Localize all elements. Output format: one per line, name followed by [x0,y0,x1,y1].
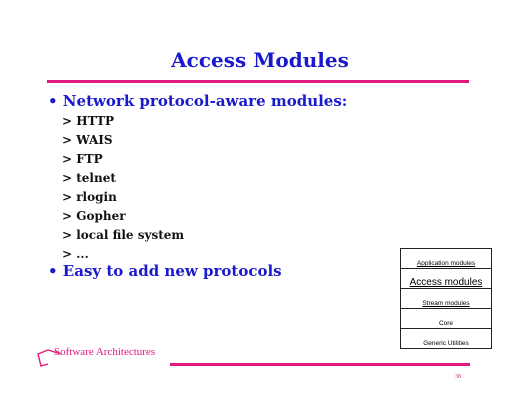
subitem-local-file-system: > local file system [62,228,185,242]
footer-divider [170,363,470,366]
bracket-logo-icon [37,349,62,367]
page-number: 38 [455,374,461,380]
subitem-http: > HTTP [62,114,115,128]
subitem-telnet: > telnet [62,171,116,185]
subitem-ftp: > FTP [62,152,103,166]
layer-core: Core [401,309,491,329]
layer-generic-utilities: Generic Utilities [423,340,469,347]
footer-course-title: Software Architectures [54,346,156,358]
subitem-ellipsis: > ... [62,247,89,261]
subitem-wais: > WAIS [62,133,113,147]
bullet-easy-to-add: • Easy to add new protocols [48,262,282,280]
title-divider [47,80,469,83]
bullet-network-modules: • Network protocol-aware modules: [48,92,348,110]
layer-application-modules: Application modules [401,249,491,269]
subitem-rlogin: > rlogin [62,190,117,204]
layer-stack-diagram: Application modules Access modules Strea… [400,248,492,349]
subitem-gopher: > Gopher [62,209,126,223]
layer-stream-modules: Stream modules [401,289,491,309]
layer-access-modules: Access modules [401,269,491,289]
slide-title: Access Modules [171,48,349,72]
